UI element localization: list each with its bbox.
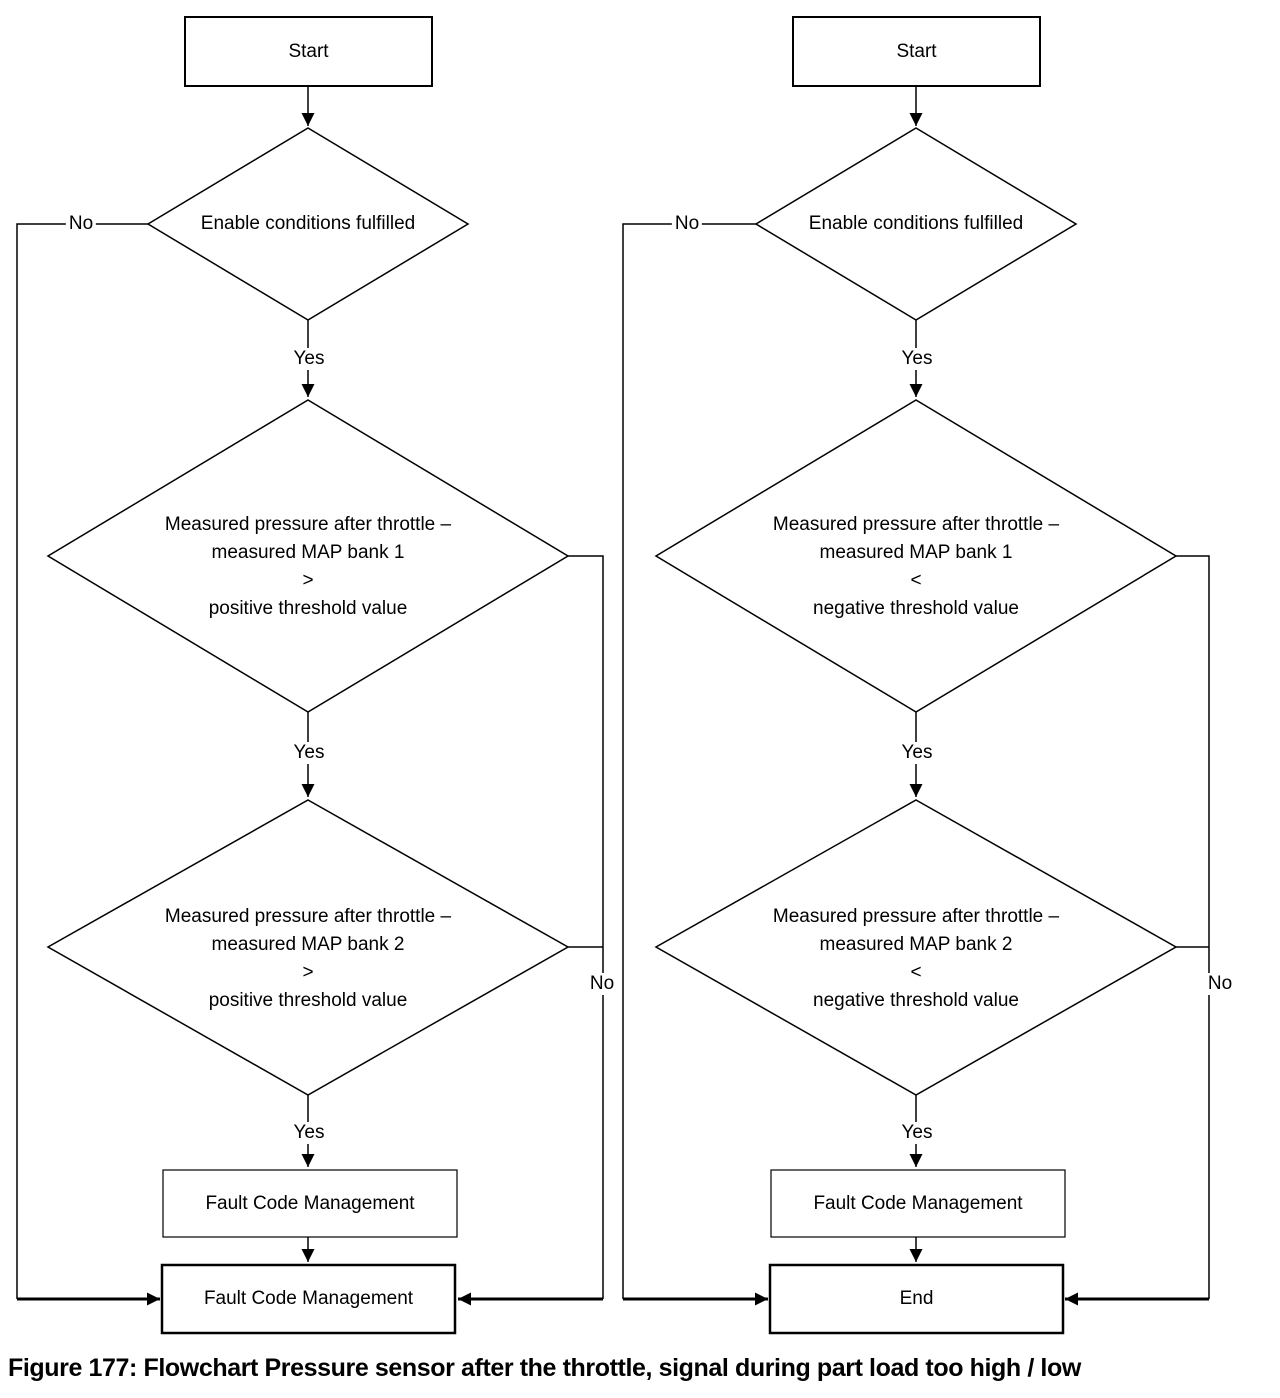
- left-decision1-label: Enable conditions fulfilled: [200, 213, 416, 234]
- right-terminal-label: End: [899, 1288, 934, 1309]
- left-no2-label: No: [586, 973, 618, 995]
- left-decision1-diamond: [146, 127, 470, 321]
- right-start-box: [792, 16, 1041, 87]
- left-yes3-label: Yes: [290, 1122, 328, 1144]
- left-yes1-label: Yes: [290, 348, 328, 370]
- left-decision3-label: Measured pressure after throttle – measu…: [164, 905, 452, 1011]
- left-terminal-box: [160, 1263, 457, 1335]
- right-no1-label: No: [671, 213, 703, 235]
- figure-caption: Figure 177: Flowchart Pressure sensor af…: [8, 1354, 1081, 1382]
- left-flowchart: [16, 16, 604, 1335]
- left-terminal-label: Fault Code Management: [203, 1288, 414, 1309]
- right-decision1-label: Enable conditions fulfilled: [808, 213, 1024, 234]
- right-decision3-label: Measured pressure after throttle – measu…: [772, 905, 1060, 1011]
- left-decision3-diamond: [46, 799, 570, 1096]
- right-yes3-label: Yes: [898, 1122, 936, 1144]
- right-process-label: Fault Code Management: [813, 1192, 1023, 1214]
- right-no2-label: No: [1204, 973, 1236, 995]
- right-connector-no-right: [1176, 555, 1210, 1299]
- left-start-label: Start: [288, 40, 329, 62]
- right-yes2-label: Yes: [898, 742, 936, 764]
- right-connector-no-loop: [622, 223, 756, 1299]
- right-decision2-diamond: [654, 399, 1178, 713]
- left-decision2-diamond: [46, 399, 570, 713]
- right-decision1-diamond: [754, 127, 1078, 321]
- right-terminal-box: [768, 1263, 1065, 1335]
- left-start-box: [184, 16, 433, 87]
- right-decision3-diamond: [654, 799, 1178, 1096]
- left-decision2-label: Measured pressure after throttle – measu…: [164, 514, 452, 619]
- right-start-label: Start: [896, 40, 937, 62]
- left-no1-label: No: [65, 213, 97, 235]
- right-flowchart: [622, 16, 1210, 1335]
- left-connector-no-loop: [16, 223, 150, 1299]
- right-process-box: [770, 1169, 1066, 1238]
- right-yes1-label: Yes: [898, 348, 936, 370]
- left-yes2-label: Yes: [290, 742, 328, 764]
- right-decision2-label: Measured pressure after throttle – measu…: [772, 514, 1060, 619]
- left-process-box: [162, 1169, 458, 1238]
- left-connector-no-right: [568, 555, 604, 1299]
- left-process-label: Fault Code Management: [205, 1192, 415, 1214]
